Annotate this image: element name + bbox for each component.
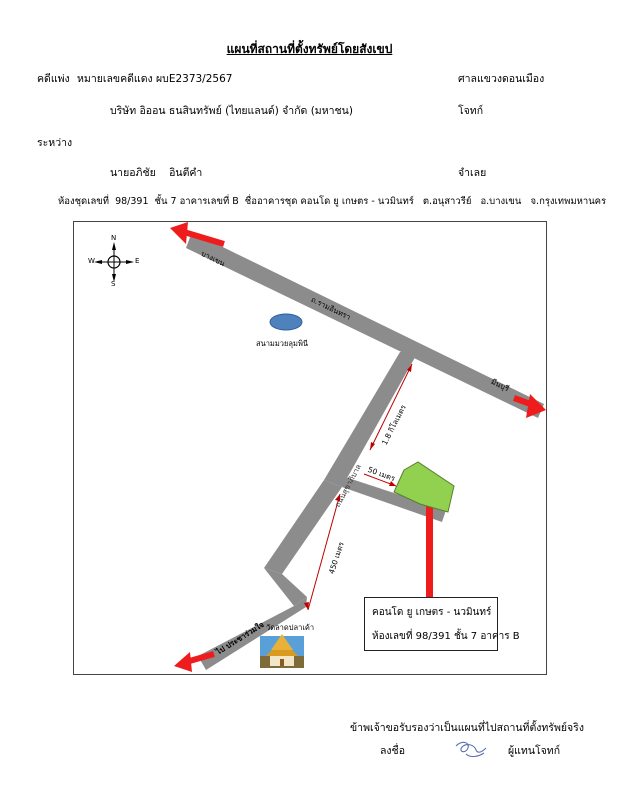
compass-west: W	[88, 257, 95, 265]
property-info-box: คอนโด ยู เกษตร - นวมินทร์ ห้องเลขที่ 98/…	[364, 597, 520, 651]
compass-icon	[94, 242, 134, 282]
page-title: แผนที่สถานที่ตั้งทรัพย์โดยสังเขป	[226, 42, 393, 56]
signer-role: ผู้แทนโจทก์	[508, 745, 561, 757]
sukhaphiban-road-bend	[264, 568, 307, 606]
case-type: คดีแพ่ง	[37, 73, 70, 85]
certification-text: ข้าพเจ้าขอรับรองว่าเป็นแผนที่ไปสถานที่ตั…	[350, 722, 584, 734]
compass-north: N	[111, 234, 117, 242]
distance-450m-marker	[304, 493, 341, 611]
info-room-number: ห้องเลขที่ 98/391 ชั้น 7 อาคาร B	[372, 631, 520, 642]
court-name: ศาลแขวงดอนเมือง	[458, 73, 545, 85]
location-map: N S W E บางเขน ถ.รามอินทรา มีนบุรี สนามม…	[73, 221, 547, 675]
map-drawing	[94, 222, 546, 672]
pracharuamjai-road	[198, 597, 307, 670]
red-number: ผบE2373/2567	[156, 73, 233, 85]
property-plot	[393, 461, 455, 513]
between-label: ระหว่าง	[37, 137, 73, 149]
info-condo-name: คอนโด ยู เกษตร - นวมินทร์	[372, 607, 492, 618]
plaintiff-name: บริษัท อิออน ธนสินทรัพย์ (ไทยแลนด์) จำกั…	[110, 105, 353, 117]
arrow-pracharuamjai	[174, 651, 215, 672]
sukhaphiban-road-upper	[324, 352, 418, 487]
arrow-bangkhen	[170, 222, 225, 247]
temple-image	[260, 634, 304, 668]
sukhaphiban-road-middle	[264, 480, 342, 574]
sign-label: ลงชื่อ	[380, 745, 405, 757]
distance-1-8km-marker	[369, 363, 413, 451]
compass-south: S	[111, 280, 116, 288]
distance-50m-marker	[363, 473, 397, 487]
compass-east: E	[135, 257, 140, 265]
defendant-name: นายอภิชัย อินตีคำ	[110, 167, 203, 179]
arrow-minburi	[512, 394, 546, 418]
red-number-label: หมายเลขคดีแดง	[77, 73, 153, 85]
label-stadium: สนามมวยลุมพินี	[256, 339, 309, 348]
property-pointer	[426, 504, 433, 602]
signature-image	[455, 741, 487, 758]
plaintiff-role: โจทก์	[458, 105, 484, 117]
defendant-role: จำเลย	[458, 167, 487, 179]
stadium-marker	[269, 313, 303, 331]
side-soi	[336, 474, 446, 522]
label-temple: วัดลาดปลาเค้า	[266, 623, 315, 632]
ramindra-road-segment	[186, 232, 544, 418]
property-address: ห้องชุดเลขที่ 98/391 ชั้น 7 อาคารเลขที่ …	[58, 196, 607, 207]
